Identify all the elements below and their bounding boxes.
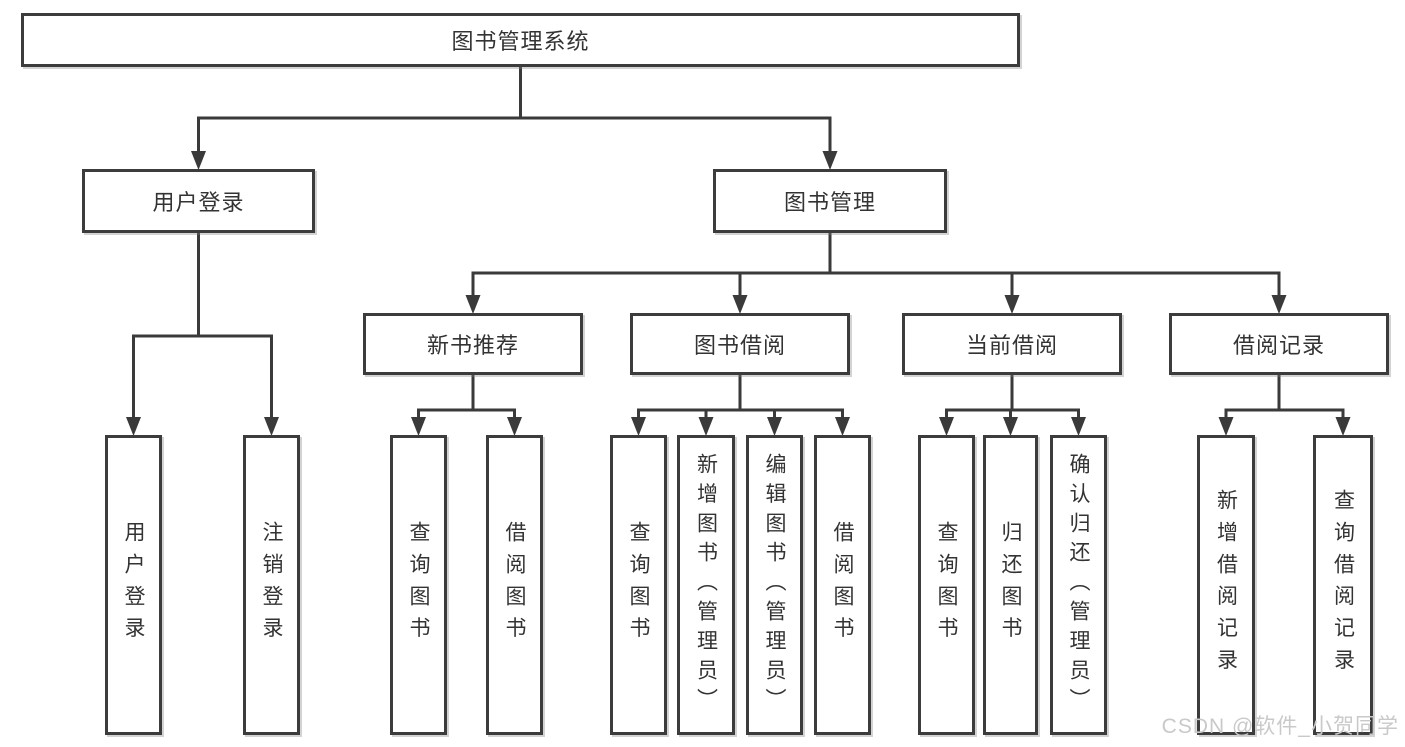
node-label: 用户登录 <box>152 190 245 215</box>
node-label: 查询图书 <box>627 521 650 649</box>
node-leaf-return-book: 归还图书 <box>983 435 1038 735</box>
arrow-down <box>1004 295 1020 314</box>
node-leaf-confirm-return-admin: 确认归还（管理员） <box>1050 435 1107 735</box>
connector <box>471 271 1281 297</box>
arrow-down <box>126 417 141 436</box>
node-label: 借阅图书 <box>503 521 526 649</box>
arrow-down <box>264 417 279 436</box>
node-label: 图书借阅 <box>693 333 786 358</box>
node-label: 用户登录 <box>122 521 145 649</box>
connector <box>945 408 1080 419</box>
arrow-down <box>411 417 426 436</box>
node-label: 新增借阅记录 <box>1214 489 1238 681</box>
arrow-down <box>835 417 850 436</box>
arrow-down <box>191 151 206 170</box>
node-label: 查询图书 <box>407 521 430 649</box>
node-label: 注销登录 <box>260 521 283 649</box>
arrow-down <box>1071 417 1086 436</box>
node-label: 编辑图书（管理员） <box>763 452 786 718</box>
node-label: 查询图书 <box>935 521 958 649</box>
arrow-down <box>822 151 838 170</box>
arrow-down <box>1335 417 1351 436</box>
node-label: 图书管理 <box>783 190 876 215</box>
node-leaf-query-books-3: 查询图书 <box>918 435 975 735</box>
arrow-down <box>507 417 522 436</box>
node-leaf-borrow-books-1: 借阅图书 <box>486 435 543 735</box>
connector <box>132 334 273 419</box>
node-leaf-borrow-books-2: 借阅图书 <box>814 435 871 735</box>
node-label: 借阅图书 <box>831 521 854 649</box>
arrow-down <box>732 295 748 314</box>
node-label: 归还图书 <box>999 521 1022 649</box>
node-current-borrow: 当前借阅 <box>902 313 1122 375</box>
node-borrow-records: 借阅记录 <box>1169 313 1389 375</box>
node-leaf-logout: 注销登录 <box>243 435 300 735</box>
connector <box>417 408 516 419</box>
node-label: 当前借阅 <box>965 333 1058 358</box>
node-leaf-edit-book-admin: 编辑图书（管理员） <box>746 435 803 735</box>
node-label: 新书推荐 <box>426 333 519 358</box>
node-leaf-user-login: 用户登录 <box>105 435 162 735</box>
node-book-management: 图书管理 <box>713 169 947 233</box>
connector <box>637 408 844 419</box>
arrow-down <box>1003 417 1018 436</box>
connector <box>1224 408 1345 419</box>
arrow-down <box>698 417 714 436</box>
connector <box>197 116 832 153</box>
node-label: 借阅记录 <box>1232 333 1325 358</box>
arrow-down <box>767 417 782 436</box>
node-leaf-add-borrow-record: 新增借阅记录 <box>1197 435 1255 735</box>
arrow-down <box>465 295 481 314</box>
node-leaf-add-book-admin: 新增图书（管理员） <box>677 435 735 735</box>
node-leaf-query-borrow-record: 查询借阅记录 <box>1313 435 1373 735</box>
node-leaf-query-books-1: 查询图书 <box>390 435 447 735</box>
watermark: CSDN @软件_小贺同学 <box>1161 715 1399 738</box>
arrow-down <box>631 417 646 436</box>
node-new-book-recommend: 新书推荐 <box>363 313 583 375</box>
arrow-down <box>1271 295 1287 314</box>
node-label: 新增图书（管理员） <box>694 452 718 718</box>
node-system-root: 图书管理系统 <box>21 13 1020 67</box>
arrow-down <box>939 417 954 436</box>
node-leaf-query-books-2: 查询图书 <box>610 435 667 735</box>
node-label: 查询借阅记录 <box>1331 489 1355 681</box>
node-book-borrow: 图书借阅 <box>630 313 850 375</box>
node-label: 图书管理系统 <box>451 29 590 54</box>
node-user-login: 用户登录 <box>82 169 315 233</box>
node-label: 确认归还（管理员） <box>1067 452 1090 718</box>
arrow-down <box>1218 417 1234 436</box>
